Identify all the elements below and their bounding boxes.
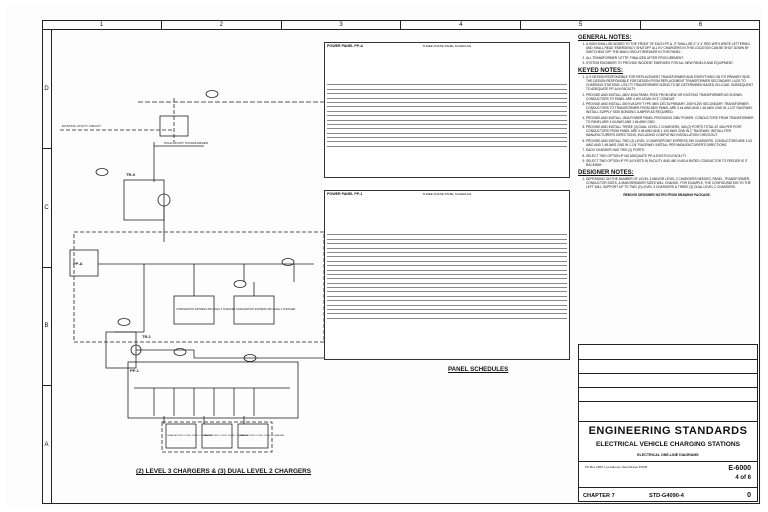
note-item: PROVIDE AND INSTALL THREE (3) DUAL LEVEL… bbox=[586, 125, 756, 137]
note-item: U.S DESIGN RESPONSIBLE FOR REPLACEMENT T… bbox=[586, 75, 756, 91]
panel-heading: THREE PHASE PANEL SCHEDULE bbox=[422, 192, 472, 196]
address: PO Box 1663, Los Alamos, New Mexico 8754… bbox=[585, 465, 648, 469]
tr-1-label: TR-1 bbox=[142, 334, 152, 339]
pole-transformer-label: POLE-MOUNT TRANSFORMER bbox=[164, 141, 209, 145]
row-label: D bbox=[42, 30, 51, 149]
one-line-diagram: EXISTING UTILITY CIRCUIT POLE-MOUNT TRAN… bbox=[54, 32, 354, 502]
drawing-sheet: 1 2 3 4 5 6 D C B A bbox=[6, 6, 762, 506]
revision-number: 0 bbox=[747, 492, 751, 499]
column-label: 1 bbox=[42, 20, 162, 29]
note-item: A SIGN SHALL BE ADDED TO THE FRONT OF EA… bbox=[586, 42, 756, 54]
charger-l2-label: CHARGEPOINT CT4021 LEVEL 2 CHARGER bbox=[203, 434, 249, 437]
sheet-number: E-6000 bbox=[728, 465, 751, 472]
panel-schedules-caption: PANEL SCHEDULES bbox=[448, 366, 509, 373]
column-label: 3 bbox=[282, 20, 402, 29]
panel-schedule-pp-1: POWER PANEL PP-1 THREE PHASE PANEL SCHED… bbox=[324, 190, 570, 360]
panel-grid bbox=[327, 231, 567, 319]
row-grid: D C B A bbox=[42, 30, 52, 504]
panel-heading: THREE PHASE PANEL SCHEDULE bbox=[422, 44, 472, 48]
column-label: 6 bbox=[698, 22, 703, 28]
note-item: SELECT TWO OPTION IF NO ADEQUATE PP-A EX… bbox=[586, 154, 756, 158]
column-label: 5 bbox=[521, 20, 642, 29]
note-item: PROVIDE AND INSTALL 480V 400A PANEL FEED… bbox=[586, 93, 756, 101]
designer-notes-title: DESIGNER NOTES: bbox=[578, 170, 634, 176]
pp-a-label: PP-A bbox=[73, 261, 83, 266]
pp-1-label: PP-1 bbox=[130, 368, 140, 373]
column-grid: 1 2 3 4 5 6 bbox=[42, 20, 760, 30]
diagram-caption: (2) LEVEL 3 CHARGERS & (3) DUAL LEVEL 2 … bbox=[136, 468, 312, 475]
column-label: 2 bbox=[162, 20, 282, 29]
panel-grid bbox=[327, 81, 567, 147]
note-item: PROVIDE AND INSTALL 300 KVA DRY TYPE 480… bbox=[586, 102, 756, 114]
note-item: SELECT TWO OPTION IF PP-A EXISTS IN FACI… bbox=[586, 159, 756, 167]
drawing-name: ELECTRICAL ONE-LINE DIAGRAMS bbox=[637, 453, 699, 457]
note-item: PROVIDE AND INSTALL 150A POWER PANEL PRO… bbox=[586, 116, 756, 124]
row-label: C bbox=[42, 149, 51, 268]
title-sub: ELECTRICAL VEHICLE CHARGING STATIONS bbox=[596, 441, 740, 448]
note-item: SYSTEM ENGINEER TO PROVIDE INCIDENT ENER… bbox=[586, 61, 756, 65]
notes-area: GENERAL NOTES: A SIGN SHALL BE ADDED TO … bbox=[578, 35, 756, 197]
designer-notes-list: DEPENDING ON THE NUMBER OF LEVEL 3 AND/O… bbox=[578, 177, 756, 189]
note-item: EACH CHARGER HAS TWO (2) PORTS. bbox=[586, 148, 756, 152]
existing-utility-label: EXISTING UTILITY CIRCUIT bbox=[62, 124, 101, 128]
row-label: A bbox=[44, 442, 49, 449]
charger-l3-label: CHARGEPOINT EXPRESS 250 LEVEL 3 CHARGER bbox=[236, 308, 296, 311]
note-item: PROVIDE AND INSTALL TWO (2) LEVEL 3 CHAR… bbox=[586, 139, 756, 147]
panel-title: POWER PANEL PP-1 bbox=[327, 192, 363, 196]
sheet-of: 4 of 6 bbox=[735, 475, 751, 481]
charger-l2-label: CHARGEPOINT CT4021 LEVEL 2 CHARGER bbox=[167, 434, 213, 437]
charger-l2-label: CHARGEPOINT CT4021 LEVEL 2 CHARGER bbox=[239, 434, 285, 437]
panel-schedule-pp-a: POWER PANEL PP-A THREE PHASE PANEL SCHED… bbox=[324, 42, 570, 178]
note-item: ALL TRANSFORMER 'LETTE' FINALIZED AFTER … bbox=[586, 56, 756, 60]
chapter-label: CHAPTER 7 bbox=[583, 493, 615, 499]
column-label: 4 bbox=[401, 20, 522, 29]
remove-note: REMOVE DESIGNER NOTES FROM DRAWING PACKA… bbox=[623, 193, 711, 197]
one-line-svg: EXISTING UTILITY CIRCUIT POLE-MOUNT TRAN… bbox=[60, 90, 354, 453]
note-item: DEPENDING ON THE NUMBER OF LEVEL 3 AND/O… bbox=[586, 177, 756, 189]
tr-x-label: TR-X bbox=[126, 172, 136, 177]
row-label: B bbox=[42, 268, 51, 387]
keyed-notes-title: KEYED NOTES: bbox=[578, 68, 624, 74]
panel-title: POWER PANEL PP-A bbox=[327, 44, 364, 48]
general-notes-title: GENERAL NOTES: bbox=[578, 35, 632, 41]
title-main: ENGINEERING STANDARDS bbox=[588, 425, 748, 437]
general-notes-list: A SIGN SHALL BE ADDED TO THE FRONT OF EA… bbox=[578, 42, 756, 65]
charger-l3-label: CHARGEPOINT EXPRESS 250 LEVEL 3 CHARGER bbox=[176, 308, 236, 311]
title-block: ENGINEERING STANDARDS ELECTRICAL VEHICLE… bbox=[578, 344, 758, 502]
keyed-notes-list: U.S DESIGN RESPONSIBLE FOR REPLACEMENT T… bbox=[578, 75, 756, 167]
standard-number: STD-G4090-4 bbox=[649, 493, 684, 499]
